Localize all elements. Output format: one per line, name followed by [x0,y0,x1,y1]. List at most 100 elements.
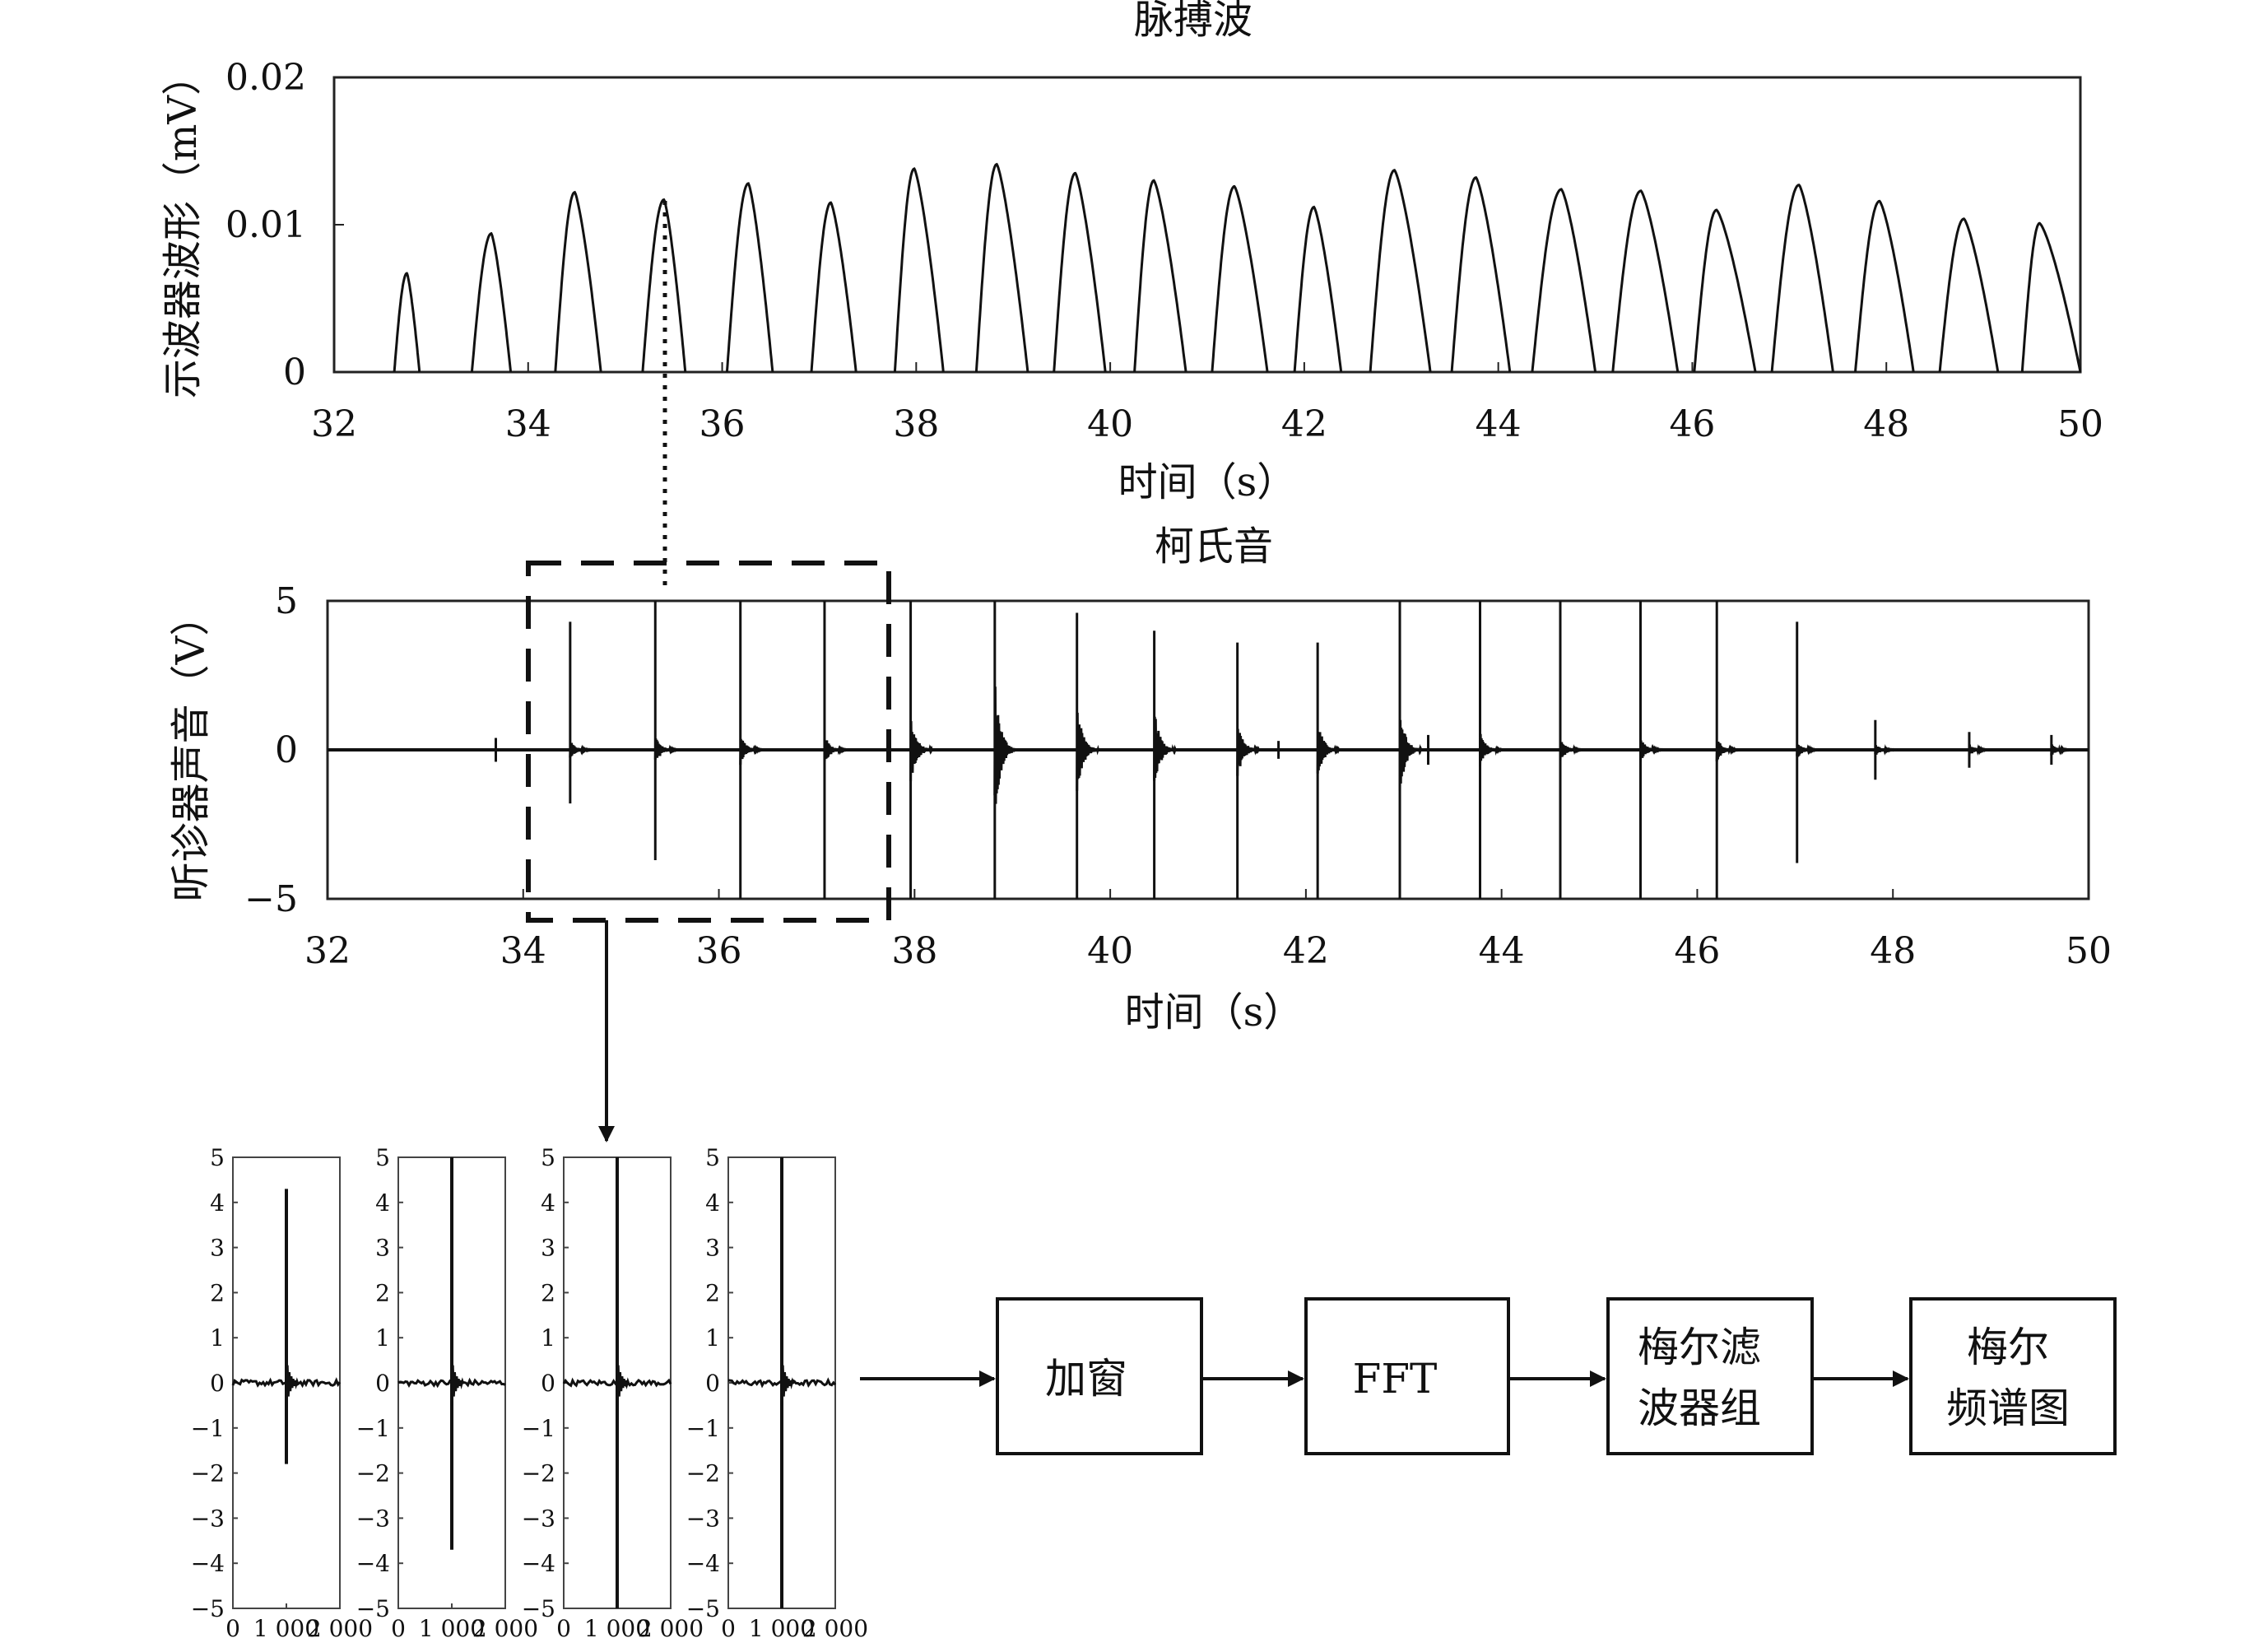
pulse-wave [1369,169,1432,373]
pulse-wave [393,272,421,373]
segment-y-tick-label: 3 [210,1235,225,1262]
korotkoff-beat-burst [569,742,593,758]
fft-label: FFT [1353,1355,1438,1403]
pulse-wave [1938,217,2000,373]
korotkoff-beat-burst [739,738,763,765]
segment-y-tick-label: −1 [686,1415,720,1442]
korotkoff-y-ticks: −505 [244,580,337,920]
korotkoff-beat-burst [909,721,934,782]
pulse-wave [974,162,1029,373]
korotkoff-beat-burst [1559,742,1583,761]
korotkoff-beat-burst [653,738,678,760]
segment-y-tick-label: −1 [356,1415,390,1442]
pulse-wave [1211,184,1269,373]
y-tick-label: 0.02 [225,57,306,99]
korotkoff-beat-burst [1153,716,1178,781]
fft-block: FFT [1304,1297,1510,1455]
segment-ripple [780,1365,795,1406]
segment-y-tick-label: −5 [191,1595,225,1622]
pulse-wave [810,201,857,373]
segment-y-tick-label: 3 [705,1235,720,1262]
pulse-wave [725,182,774,373]
x-tick-label: 50 [2066,930,2112,972]
segment-y-tick-label: −4 [522,1550,555,1577]
x-tick-label: 32 [304,930,351,972]
segment-y-tick-label: 0 [541,1370,555,1397]
segment-y-tick-label: 2 [705,1279,720,1306]
pulse-x-ticks: 32 34 36 38 40 42 44 46 48 50 [311,362,2103,445]
x-tick-label: 32 [311,403,357,445]
x-tick-label: 48 [1863,403,1909,445]
pulse-wave [1531,188,1597,373]
segment-y-tick-label: −2 [356,1460,390,1487]
segment-y-tick-label: 0 [210,1370,225,1397]
korotkoff-beat-burst [1715,741,1740,762]
segment-y-tick-label: 4 [375,1189,390,1217]
segment-y-tick-label: −1 [522,1415,555,1442]
korotkoff-y-axis-label: 听诊器声音（V） [168,597,214,902]
segment-x-tick-label: 2 000 [472,1615,538,1638]
mel-spectrogram-label-line2: 频谱图 [1946,1384,2070,1432]
x-tick-label: 36 [699,403,746,445]
x-tick-label: 34 [505,403,551,445]
mel-filterbank-label-line2: 波器组 [1638,1384,1761,1432]
x-tick-label: 50 [2057,403,2103,445]
x-tick-label: 46 [1674,930,1720,972]
segment-x-tick-label: 1 000 [584,1615,650,1638]
segment-y-tick-label: −5 [522,1595,555,1622]
x-tick-label: 42 [1281,403,1327,445]
segment-y-tick-label: 1 [541,1324,555,1352]
segment-y-tick-label: 0 [375,1370,390,1397]
windowing-block: 加窗 [996,1297,1203,1455]
y-tick-label: 0 [275,729,298,771]
segment-y-tick-label: 3 [541,1235,555,1262]
segment-y-tick-label: −2 [686,1460,720,1487]
segment-ripple [285,1365,300,1406]
pulse-chart-title: 脉搏波 [1134,0,1253,43]
x-tick-label: 36 [696,930,742,972]
pulse-wave [2020,221,2082,373]
x-tick-label: 38 [891,930,937,972]
pulse-series [393,162,2082,373]
pulse-wave [893,167,945,373]
segment-y-tick-label: −3 [191,1505,225,1532]
korotkoff-beat-burst [1236,728,1261,776]
segment-y-tick-label: 5 [210,1144,225,1171]
windowing-label: 加窗 [1045,1355,1127,1403]
x-tick-label: 46 [1669,403,1715,445]
x-tick-label: 44 [1476,403,1522,445]
segment-y-tick-label: 5 [375,1144,390,1171]
pulse-wave [1854,199,1915,373]
segment-x-tick-label: 0 [721,1615,736,1638]
x-tick-label: 40 [1087,403,1133,445]
mel-spectrogram-label-line1: 梅尔 [1967,1324,2049,1371]
segment-y-tick-label: 1 [375,1324,390,1352]
y-tick-label: 0.01 [225,204,306,246]
x-tick-label: 38 [893,403,939,445]
pulse-wave [1053,171,1107,373]
korotkoff-beat-burst [2050,744,2074,756]
pulse-y-axis-label: 示波器波形（mV） [160,56,206,398]
pulse-wave [470,231,513,373]
x-tick-label: 34 [500,930,546,972]
segment-x-tick-label: 0 [225,1615,240,1638]
pulse-wave [641,198,687,373]
segment-y-tick-label: 1 [210,1324,225,1352]
x-tick-label: 44 [1479,930,1525,972]
korotkoff-series [328,601,2089,899]
segment-ripple [450,1365,465,1406]
mel-filterbank-block: 梅尔滤 波器组 [1606,1297,1814,1455]
segment-x-tick-label: 2 000 [638,1615,704,1638]
selection-box [526,561,891,923]
pulse-x-axis-label: 时间（s） [1118,459,1297,505]
korotkoff-beat-burst [1639,740,1663,762]
segment-y-tick-label: −1 [191,1415,225,1442]
korotkoff-beat-burst [1316,732,1341,774]
segment-y-tick-label: 2 [210,1279,225,1306]
pulse-wave [554,190,602,373]
korotkoff-beat-burst [1968,743,1991,756]
